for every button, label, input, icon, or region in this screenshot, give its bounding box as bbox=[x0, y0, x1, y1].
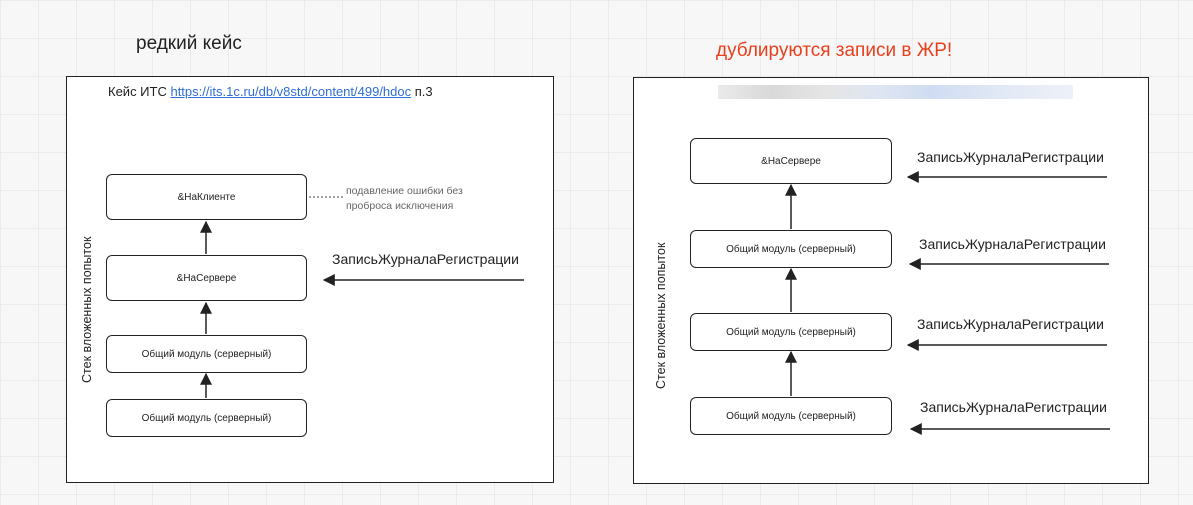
its-link[interactable]: https://its.1c.ru/db/v8std/content/499/h… bbox=[170, 84, 412, 99]
blurred-caption bbox=[718, 85, 1073, 99]
right-title: дублируются записи в ЖР! bbox=[716, 40, 953, 61]
left-event-label: ЗаписьЖурналаРегистрации bbox=[332, 251, 519, 267]
right-event-label-1: ЗаписьЖурналаРегистрации bbox=[917, 149, 1104, 165]
left-box-naklient: &НаКлиенте bbox=[106, 174, 307, 220]
right-event-label-2: ЗаписьЖурналаРегистрации bbox=[919, 236, 1106, 252]
right-box-common-module-1: Общий модуль (серверный) bbox=[690, 230, 892, 268]
left-box-common-module-1: Общий модуль (серверный) bbox=[106, 335, 307, 373]
left-note: подавление ошибки без проброса исключени… bbox=[346, 184, 463, 214]
left-box-common-module-2: Общий модуль (серверный) bbox=[106, 399, 307, 437]
note-line-2: проброса исключения bbox=[346, 200, 454, 212]
left-box-naserver: &НаСервере bbox=[106, 255, 307, 301]
left-title: редкий кейс bbox=[136, 33, 242, 54]
right-event-label-4: ЗаписьЖурналаРегистрации bbox=[920, 399, 1107, 415]
caption-suffix: п.3 bbox=[411, 84, 433, 99]
right-box-naserver: &НаСервере bbox=[690, 138, 892, 184]
right-box-common-module-3: Общий модуль (серверный) bbox=[690, 397, 892, 435]
note-line-1: подавление ошибки без bbox=[346, 185, 463, 197]
caption-prefix: Кейс ИТС bbox=[108, 84, 171, 99]
right-event-label-3: ЗаписьЖурналаРегистрации bbox=[917, 316, 1104, 332]
right-box-common-module-2: Общий модуль (серверный) bbox=[690, 313, 892, 351]
left-caption: Кейс ИТС https://its.1c.ru/db/v8std/cont… bbox=[108, 84, 433, 99]
